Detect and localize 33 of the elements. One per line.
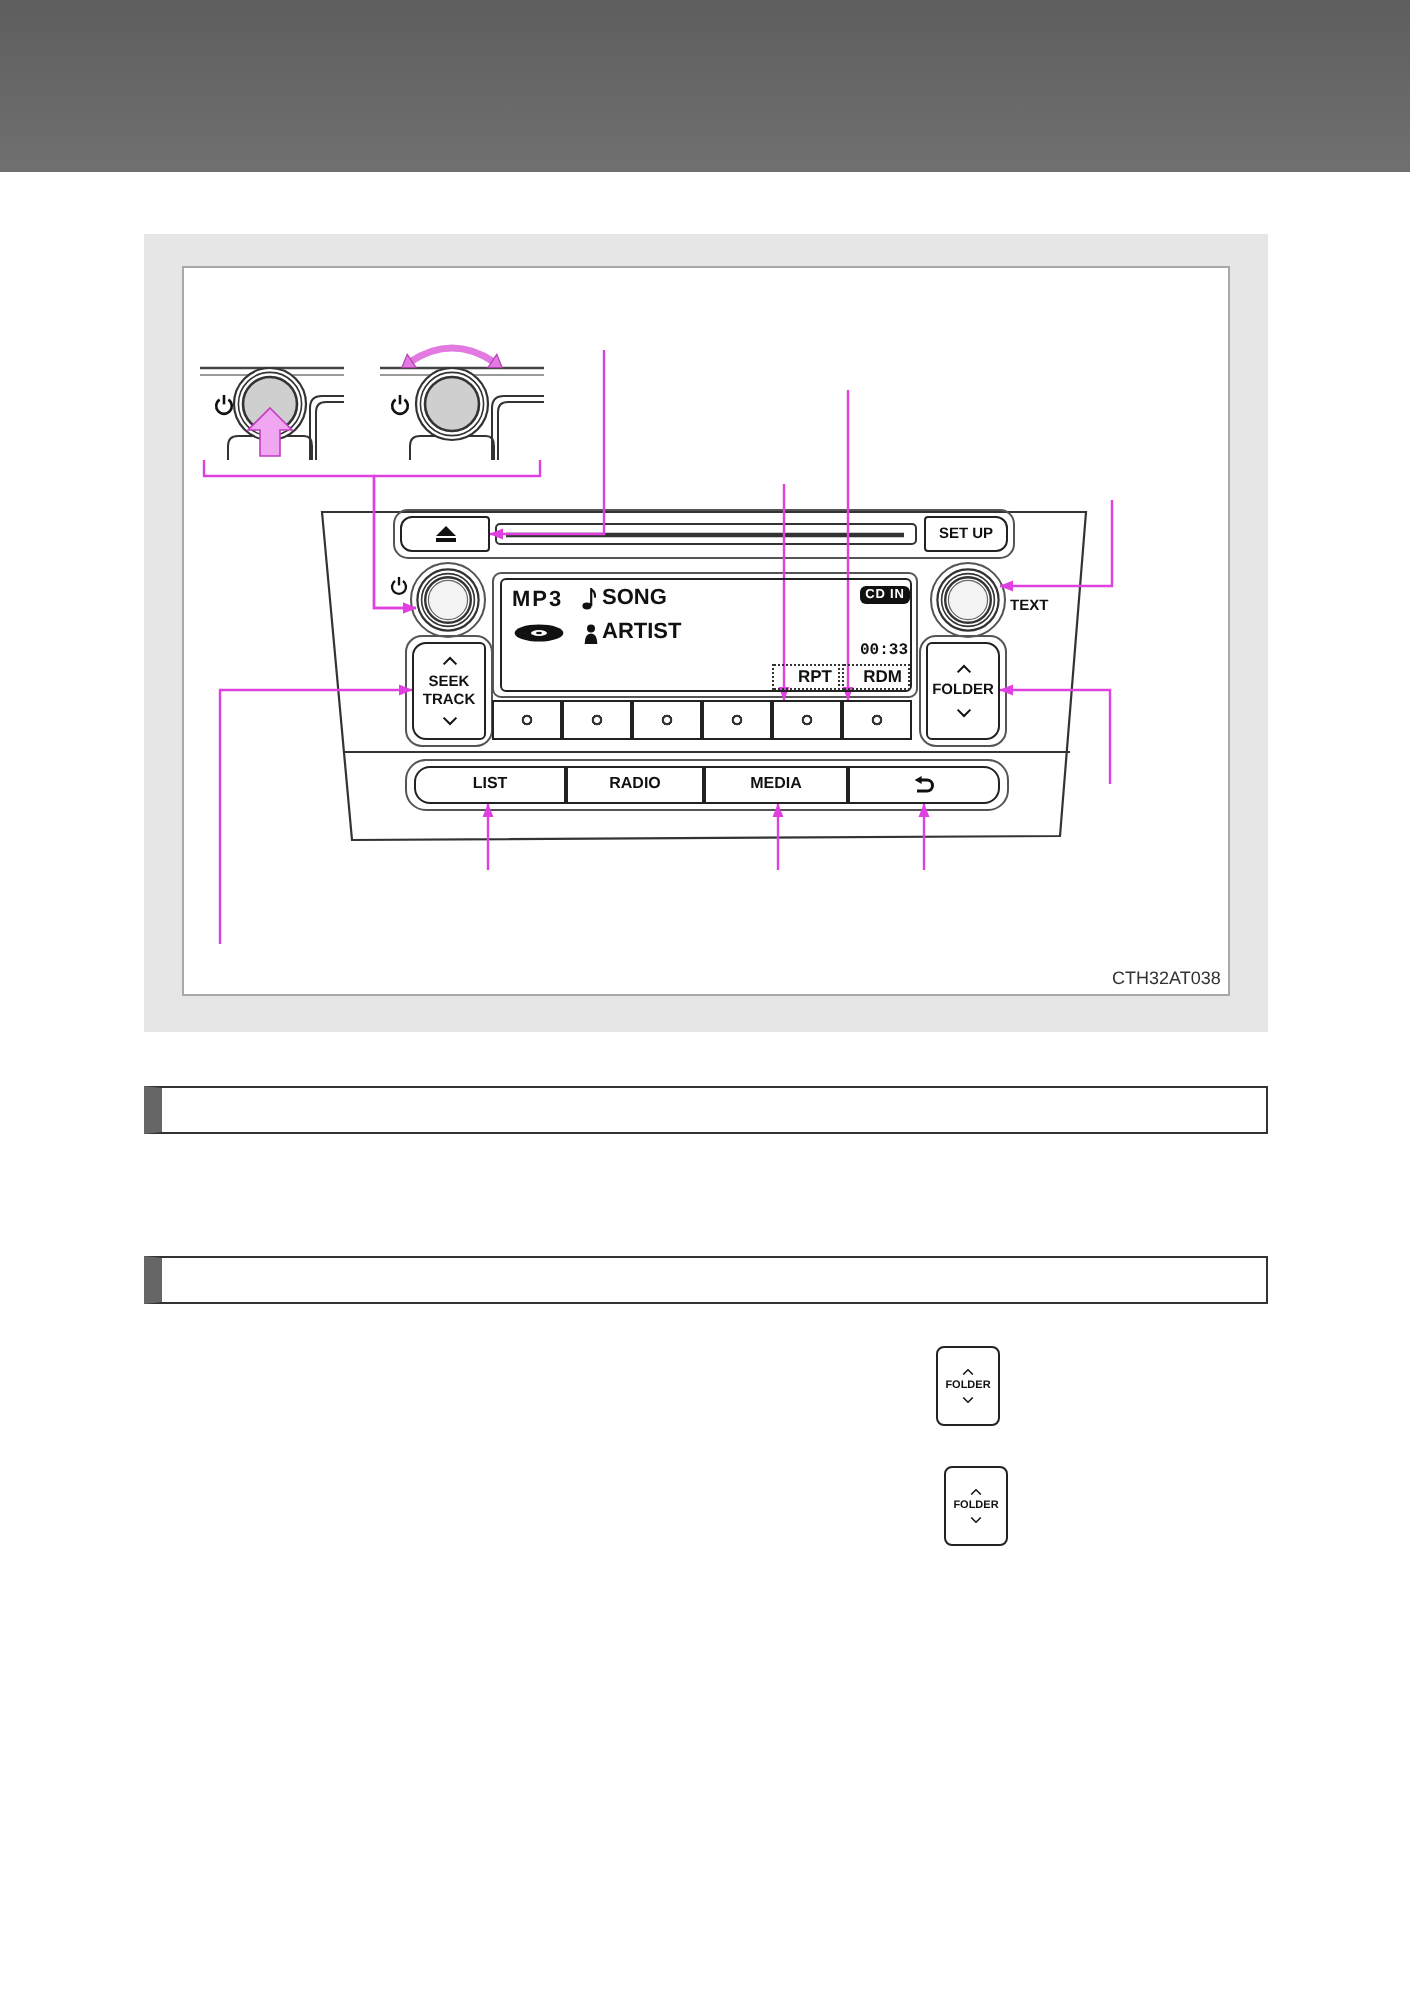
tune-knob [936,568,1000,632]
leader-line [842,390,854,701]
random-indicator: RDM [842,664,910,690]
leader-line [999,684,1112,784]
song-title: SONG [602,588,667,610]
preset-button [492,700,562,740]
preset-button [772,700,842,740]
leader-line [918,803,930,870]
leader-line [372,460,542,614]
volume-knob [416,568,480,632]
radio-source-button: RADIO [566,766,704,804]
preset-button [842,700,912,740]
repeat-indicator: RPT [772,664,840,690]
list-button: LIST [414,766,566,804]
figure-code: CTH32AT038 [1112,970,1221,988]
elapsed-time: 00:33 [860,644,909,660]
format-indicator: MP3 [512,590,564,612]
leader-line [999,500,1114,592]
lcd-display [500,578,912,692]
back-button [848,766,1000,804]
artist-name: ARTIST [602,622,682,644]
preset-button [702,700,772,740]
media-button: MEDIA [704,766,848,804]
leader-line [218,684,413,944]
eject-button [400,516,490,552]
preset-button [632,700,702,740]
leader-line [482,803,494,870]
leader-line [778,484,790,701]
leader-line [489,350,606,540]
preset-button [562,700,632,740]
section-heading-bar [144,1086,1268,1134]
leader-line [772,803,784,870]
section-heading-bar [144,1256,1268,1304]
